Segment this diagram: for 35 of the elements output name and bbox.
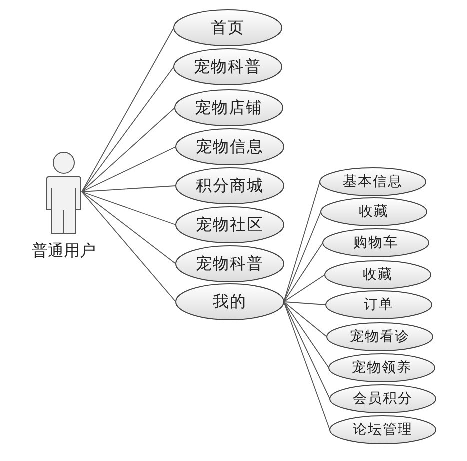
association-line (82, 146, 176, 192)
actor-label: 普通用户 (32, 243, 96, 259)
use-case-label: 我的 (213, 294, 247, 310)
association-line (284, 302, 328, 338)
association-line (284, 182, 320, 302)
use-case-label: 首页 (211, 20, 245, 36)
use-case-label: 购物车 (354, 236, 398, 250)
association-line (284, 242, 324, 302)
use-case-label: 宠物看诊 (350, 330, 410, 344)
association-line (82, 192, 176, 264)
association-line (82, 66, 174, 192)
use-case-label: 积分商城 (196, 178, 264, 194)
use-case-label: 宠物店铺 (195, 100, 263, 116)
use-case-label: 宠物科普 (194, 59, 262, 75)
association-line (82, 186, 176, 192)
use-case-label: 收藏 (363, 268, 393, 282)
association-line (82, 28, 174, 192)
association-line (284, 302, 326, 306)
use-case-label: 论坛管理 (353, 423, 413, 437)
association-line (284, 212, 322, 302)
use-case-label: 宠物社区 (196, 217, 264, 233)
association-line (284, 302, 330, 400)
use-case-label: 宠物科普 (196, 256, 264, 272)
use-case-label: 订单 (364, 298, 394, 312)
association-line (82, 192, 176, 226)
association-line (82, 108, 176, 192)
association-line (284, 302, 330, 430)
use-case-label: 基本信息 (343, 175, 403, 189)
use-case-label: 宠物信息 (196, 139, 264, 155)
use-case-label: 宠物领养 (352, 361, 412, 375)
association-line (284, 274, 326, 302)
association-line (284, 302, 330, 368)
use-case-label: 收藏 (359, 205, 389, 219)
use-case-label: 会员积分 (353, 392, 413, 406)
association-line (82, 192, 176, 302)
